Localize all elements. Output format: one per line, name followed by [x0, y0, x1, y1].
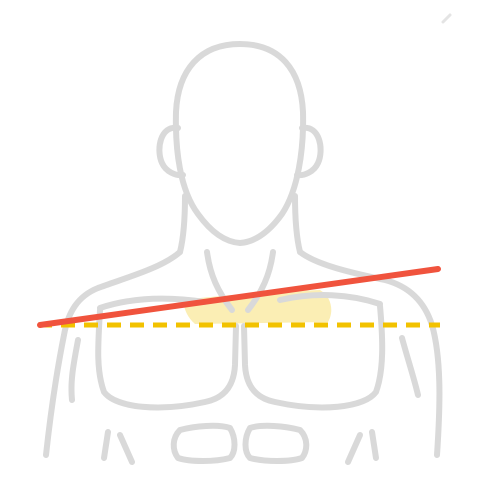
- body-outline: [43, 41, 443, 465]
- right-neck-muscle-outline: [245, 249, 276, 313]
- right-trapezius-outline: [297, 249, 443, 458]
- left-deltoid-outline: [68, 337, 81, 403]
- tilted-shoulder-line: [37, 266, 441, 328]
- right-deltoid-outline: [399, 335, 421, 398]
- left-trapezius-outline: [43, 249, 183, 458]
- left-serratus-line-1: [101, 429, 111, 461]
- left-abdominal-block: [170, 422, 238, 464]
- left-pectoral-outline: [95, 307, 239, 411]
- right-serratus-line-2: [345, 432, 363, 465]
- left-serratus-line-2: [117, 432, 135, 465]
- neck-right-outline: [292, 193, 303, 255]
- neck-left-outline: [177, 193, 188, 255]
- corner-mark-icon: [441, 13, 452, 24]
- left-clavicle-outline: [97, 295, 208, 311]
- right-ear-outline: [294, 124, 324, 179]
- head-outline: [172, 41, 307, 246]
- right-clavicle-outline: [277, 292, 383, 307]
- left-neck-muscle-outline: [204, 249, 235, 313]
- left-ear-outline: [156, 124, 186, 179]
- right-pectoral-outline: [241, 303, 386, 411]
- right-serratus-line-1: [369, 429, 379, 461]
- right-abdominal-block: [242, 422, 310, 464]
